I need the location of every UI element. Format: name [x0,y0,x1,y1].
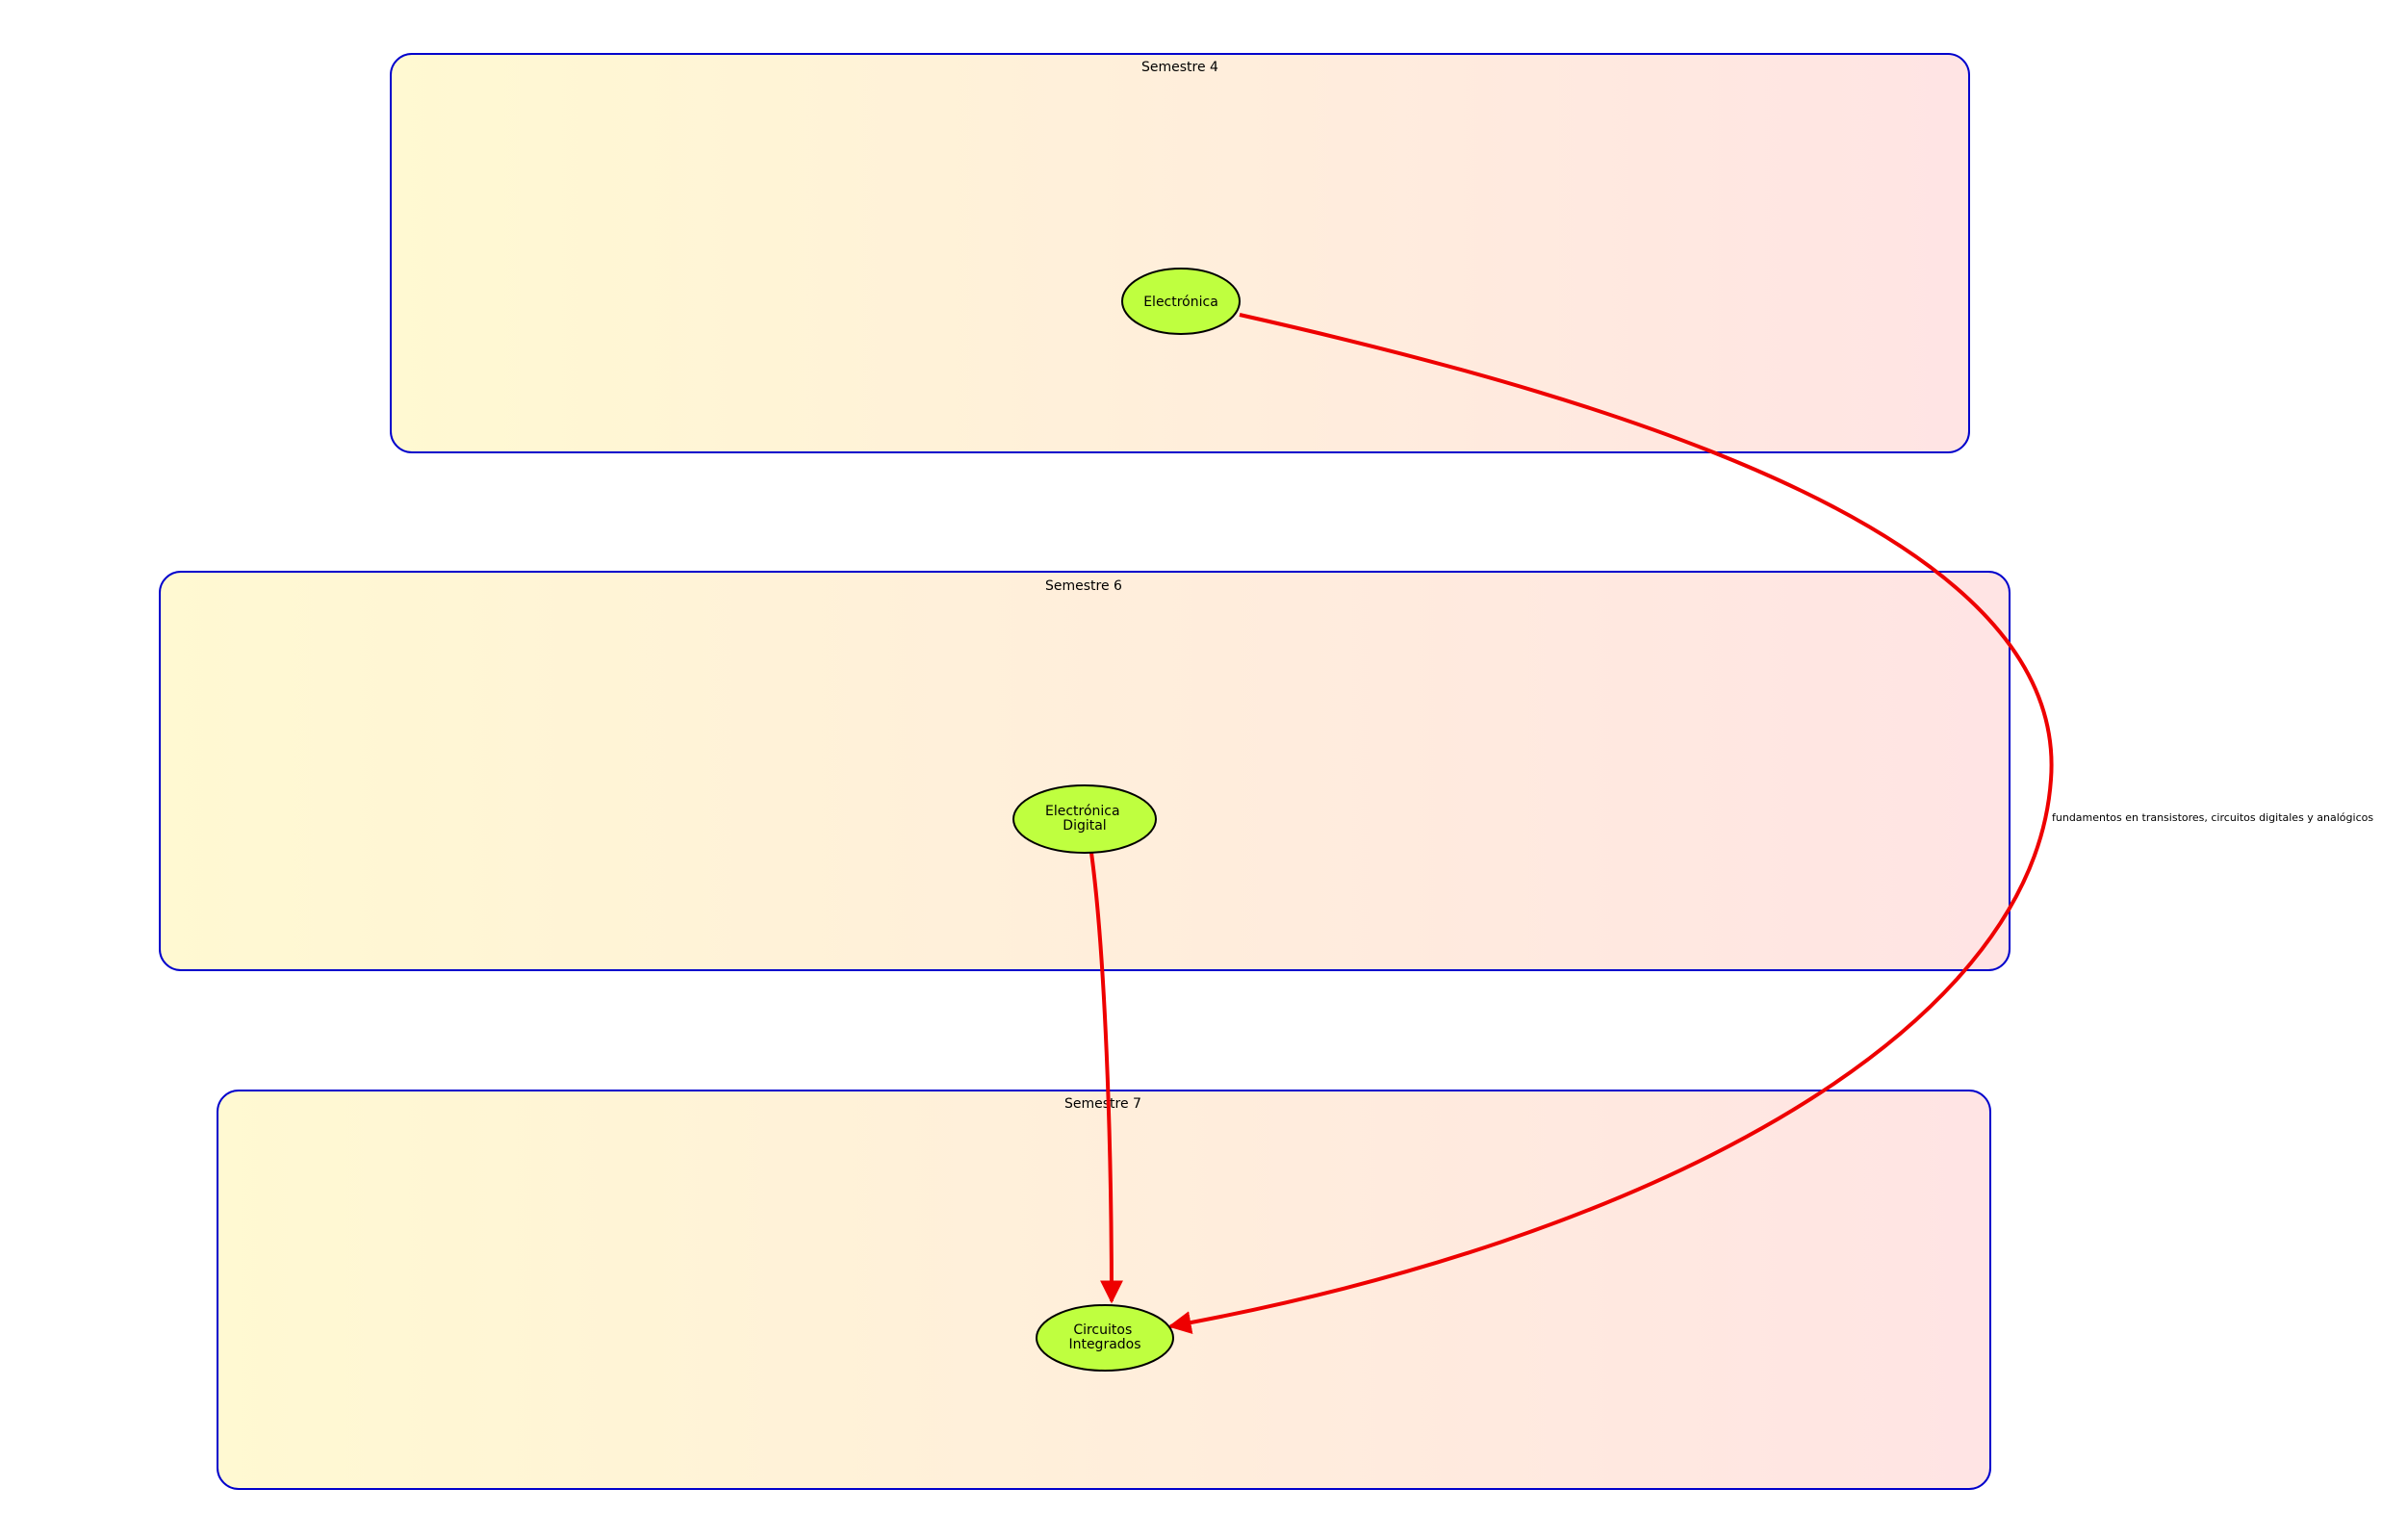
edge-label: fundamentos en transistores, circuitos d… [2052,811,2373,824]
node-ellipse[interactable] [1036,1304,1174,1372]
cluster-label: Semestre 6 [1045,578,1122,594]
node-label: Circuitos Integrados [1068,1322,1140,1352]
edge-line [1167,313,2054,1334]
node-electronica-digital[interactable]: Electrónica Digital [1012,784,1157,854]
edge-electronica-digital-to-circuitos-integrados [1089,852,1123,1304]
cluster-semestre-4: Semestre 4 [390,53,1970,453]
node-ellipse[interactable] [1012,784,1157,854]
node-ellipse[interactable] [1121,268,1241,335]
cluster-box [159,571,2011,971]
edge-electronica-to-circuitos-integrados: fundamentos en transistores, circuitos d… [1167,313,2373,1334]
cluster-semestre-6: Semestre 6 [159,571,2011,971]
node-circuitos-integrados[interactable]: Circuitos Integrados [1036,1304,1174,1372]
edge-line [1089,852,1123,1304]
node-label: Electrónica Digital [1045,804,1124,834]
node-label: Electrónica [1143,295,1218,310]
cluster-box [390,53,1970,453]
cluster-label: Semestre 4 [1141,60,1218,75]
cluster-label: Semestre 7 [1064,1096,1141,1112]
node-electronica[interactable]: Electrónica [1121,268,1241,335]
